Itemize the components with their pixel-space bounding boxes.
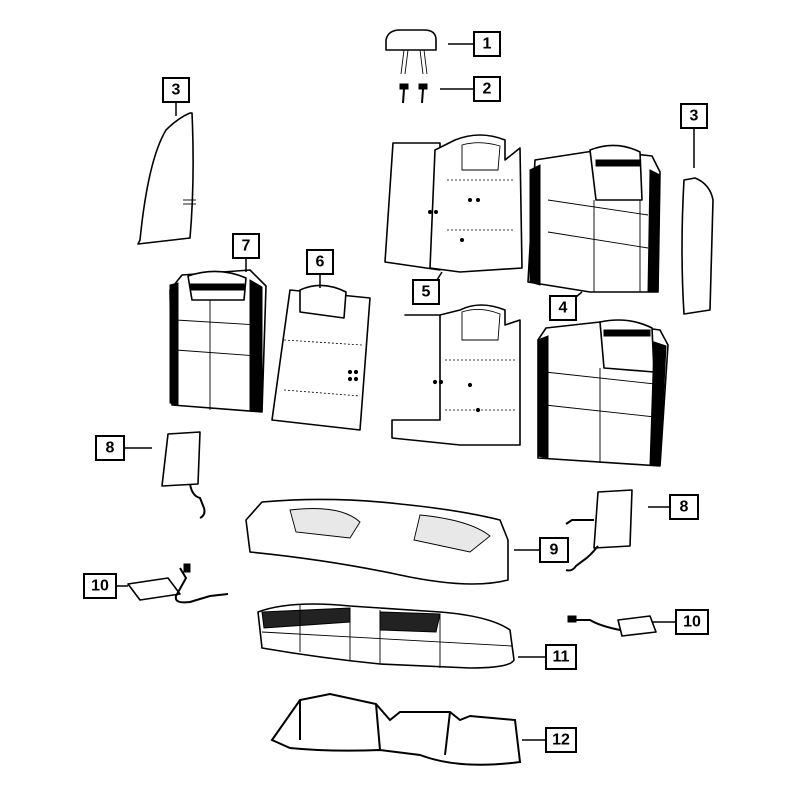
callout-3-left-label: 3 [172,82,181,99]
cushion-heater-right-part [567,615,657,637]
callout-7-label: 7 [242,238,251,255]
callout-12-label: 12 [552,732,570,749]
cushion-heater-left-part [127,563,229,604]
seatback-cover-part-7 [169,269,267,413]
callout-11-label: 11 [553,649,570,666]
callout-10-right: 10 [675,609,709,635]
callout-3-right: 3 [680,103,708,129]
callout-2-label: 2 [483,81,492,98]
callout-8-right-label: 8 [680,499,689,516]
callout-3-left: 3 [162,77,190,103]
callout-6: 6 [306,249,334,275]
seatback-frame-lower-part [391,304,521,446]
headrest-part [385,29,437,75]
callout-7: 7 [232,233,260,259]
callout-9: 9 [539,537,569,563]
seatback-cover-lower-part [537,319,669,467]
callout-6-label: 6 [316,254,325,271]
seatback-cover-upper-part [527,144,661,293]
headrest-guides-part [399,83,428,104]
callout-4: 4 [549,295,577,321]
callout-1-label: 1 [483,36,492,53]
seat-cushion-cover-part [257,603,515,669]
callout-8-left-label: 8 [106,440,115,457]
callout-1: 1 [473,31,501,57]
seatback-frame-part-6 [271,284,371,431]
seat-wire-frame-part [270,692,522,766]
callout-10-left: 10 [83,573,117,599]
callout-10-right-label: 10 [683,614,701,631]
leader-lines [116,43,695,741]
heater-pad-right-part [565,489,633,572]
callout-5-label: 5 [422,284,431,301]
callout-2: 2 [473,76,501,102]
seatback-frame-upper-part [384,134,523,273]
side-bolster-left-part [137,112,196,245]
seat-cushion-foam-part [245,498,509,585]
callout-12: 12 [545,727,577,753]
callout-11: 11 [545,644,577,670]
callout-10-left-label: 10 [91,578,109,595]
side-bolster-right-part [681,177,714,315]
leader-5 [436,271,443,281]
callout-8-right: 8 [669,494,699,520]
callout-5: 5 [412,279,440,305]
callout-8-left: 8 [95,435,125,461]
callout-3-right-label: 3 [690,108,699,125]
callout-9-label: 9 [550,542,559,559]
callout-4-label: 4 [559,300,568,317]
heater-pad-left-part [161,431,206,519]
